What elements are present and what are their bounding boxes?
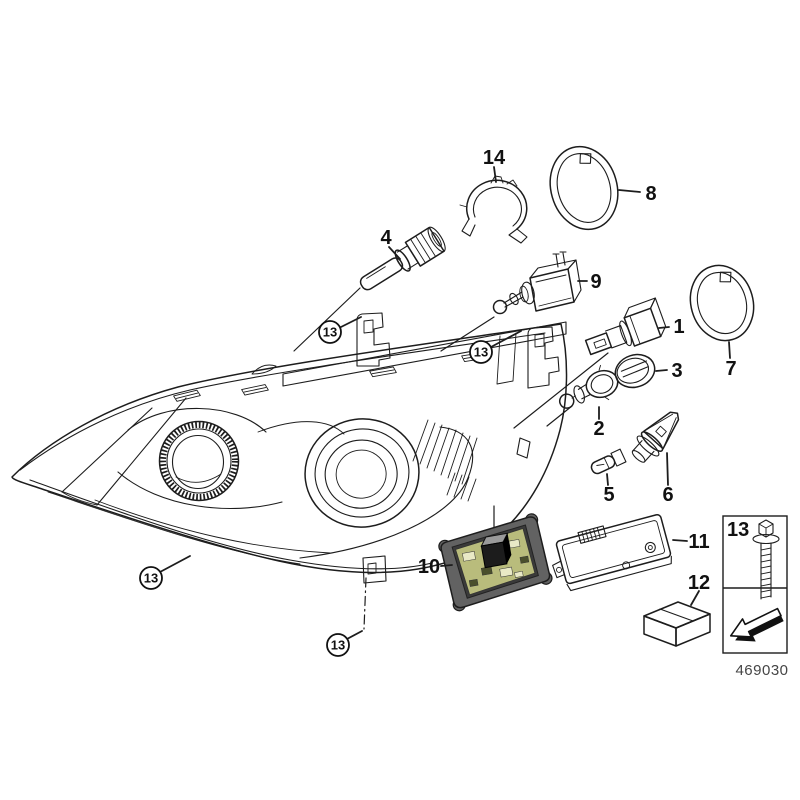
circled-callout-13-a: 13 [318, 320, 342, 344]
part-8-sealing-ring [549, 145, 619, 231]
part-1-bulb [584, 297, 667, 356]
part-11-control-unit [552, 513, 672, 592]
part-2-bulb-socket [558, 364, 619, 409]
side-marker-slot [516, 437, 531, 459]
callout-8: 8 [645, 183, 656, 205]
washer-bump [251, 364, 277, 375]
reflector-eyebrow [127, 407, 267, 433]
headlamp-assembly-drawing [11, 312, 568, 584]
svg-text:13: 13 [474, 345, 488, 360]
mount-bracket-upper-right [527, 326, 560, 389]
part-14-retaining-clip [459, 175, 528, 244]
callout-4: 4 [380, 227, 392, 249]
reflector-underarc [117, 471, 283, 510]
leader-lines [159, 166, 731, 640]
callout-11: 11 [688, 531, 709, 553]
legend-callout-13: 13 [727, 519, 749, 541]
support-rail [282, 321, 567, 387]
direction-arrow-icon [729, 607, 784, 642]
dash-dot-line [363, 577, 367, 630]
callout-7: 7 [725, 358, 736, 380]
part-3-cap [614, 353, 656, 389]
right-bezel-contour [299, 426, 474, 559]
circled-callout-13-d: 13 [326, 633, 350, 657]
part-12-box [643, 601, 711, 647]
callout-1: 1 [673, 316, 684, 338]
lower-swoosh [94, 499, 331, 554]
legend-screw [752, 519, 780, 600]
callout-9: 9 [590, 271, 601, 293]
right-projector-lens [304, 418, 420, 528]
part-10-ballast-unit [438, 513, 553, 612]
legend-box [722, 515, 788, 654]
circled-callouts: 13 13 13 13 [139, 320, 493, 657]
lens-crease-1 [61, 407, 153, 493]
lens-inner-edge [29, 479, 433, 570]
part-5-bulb [590, 448, 627, 475]
callout-3: 3 [671, 360, 682, 382]
part-4-bulb [359, 226, 446, 291]
svg-text:13: 13 [144, 571, 158, 586]
left-projector-lens [158, 420, 240, 502]
svg-text:13: 13 [331, 638, 345, 653]
ballast-connector [480, 532, 512, 569]
callout-6: 6 [662, 484, 673, 506]
part-7-sealing-ring [689, 264, 755, 342]
callout-14: 14 [483, 147, 506, 169]
vent-grille [412, 419, 478, 502]
mount-lines [293, 287, 609, 630]
part-6-bulb-socket [631, 411, 680, 463]
circled-callout-13-b: 13 [469, 340, 493, 364]
part-9-adjuster-motor [492, 251, 582, 315]
unit-connector [577, 525, 607, 544]
headlamp-outline [11, 323, 568, 574]
lens-crease-2 [96, 397, 187, 506]
lens-inner-edge-2 [47, 491, 301, 565]
housing-top-edge [19, 332, 546, 471]
part-number: 469030 [735, 662, 788, 679]
mount-tab-bottom [362, 555, 387, 584]
callout-10: 10 [418, 556, 440, 578]
svg-text:13: 13 [323, 325, 337, 340]
lens-crease-join [61, 491, 98, 506]
callout-12: 12 [688, 572, 710, 594]
mid-contour [257, 421, 345, 435]
callout-2: 2 [593, 418, 604, 440]
callout-5: 5 [603, 484, 614, 506]
number-callouts: 1 2 3 4 5 6 7 8 9 10 11 12 14 13 [380, 147, 749, 594]
circled-callout-13-c: 13 [139, 566, 163, 590]
